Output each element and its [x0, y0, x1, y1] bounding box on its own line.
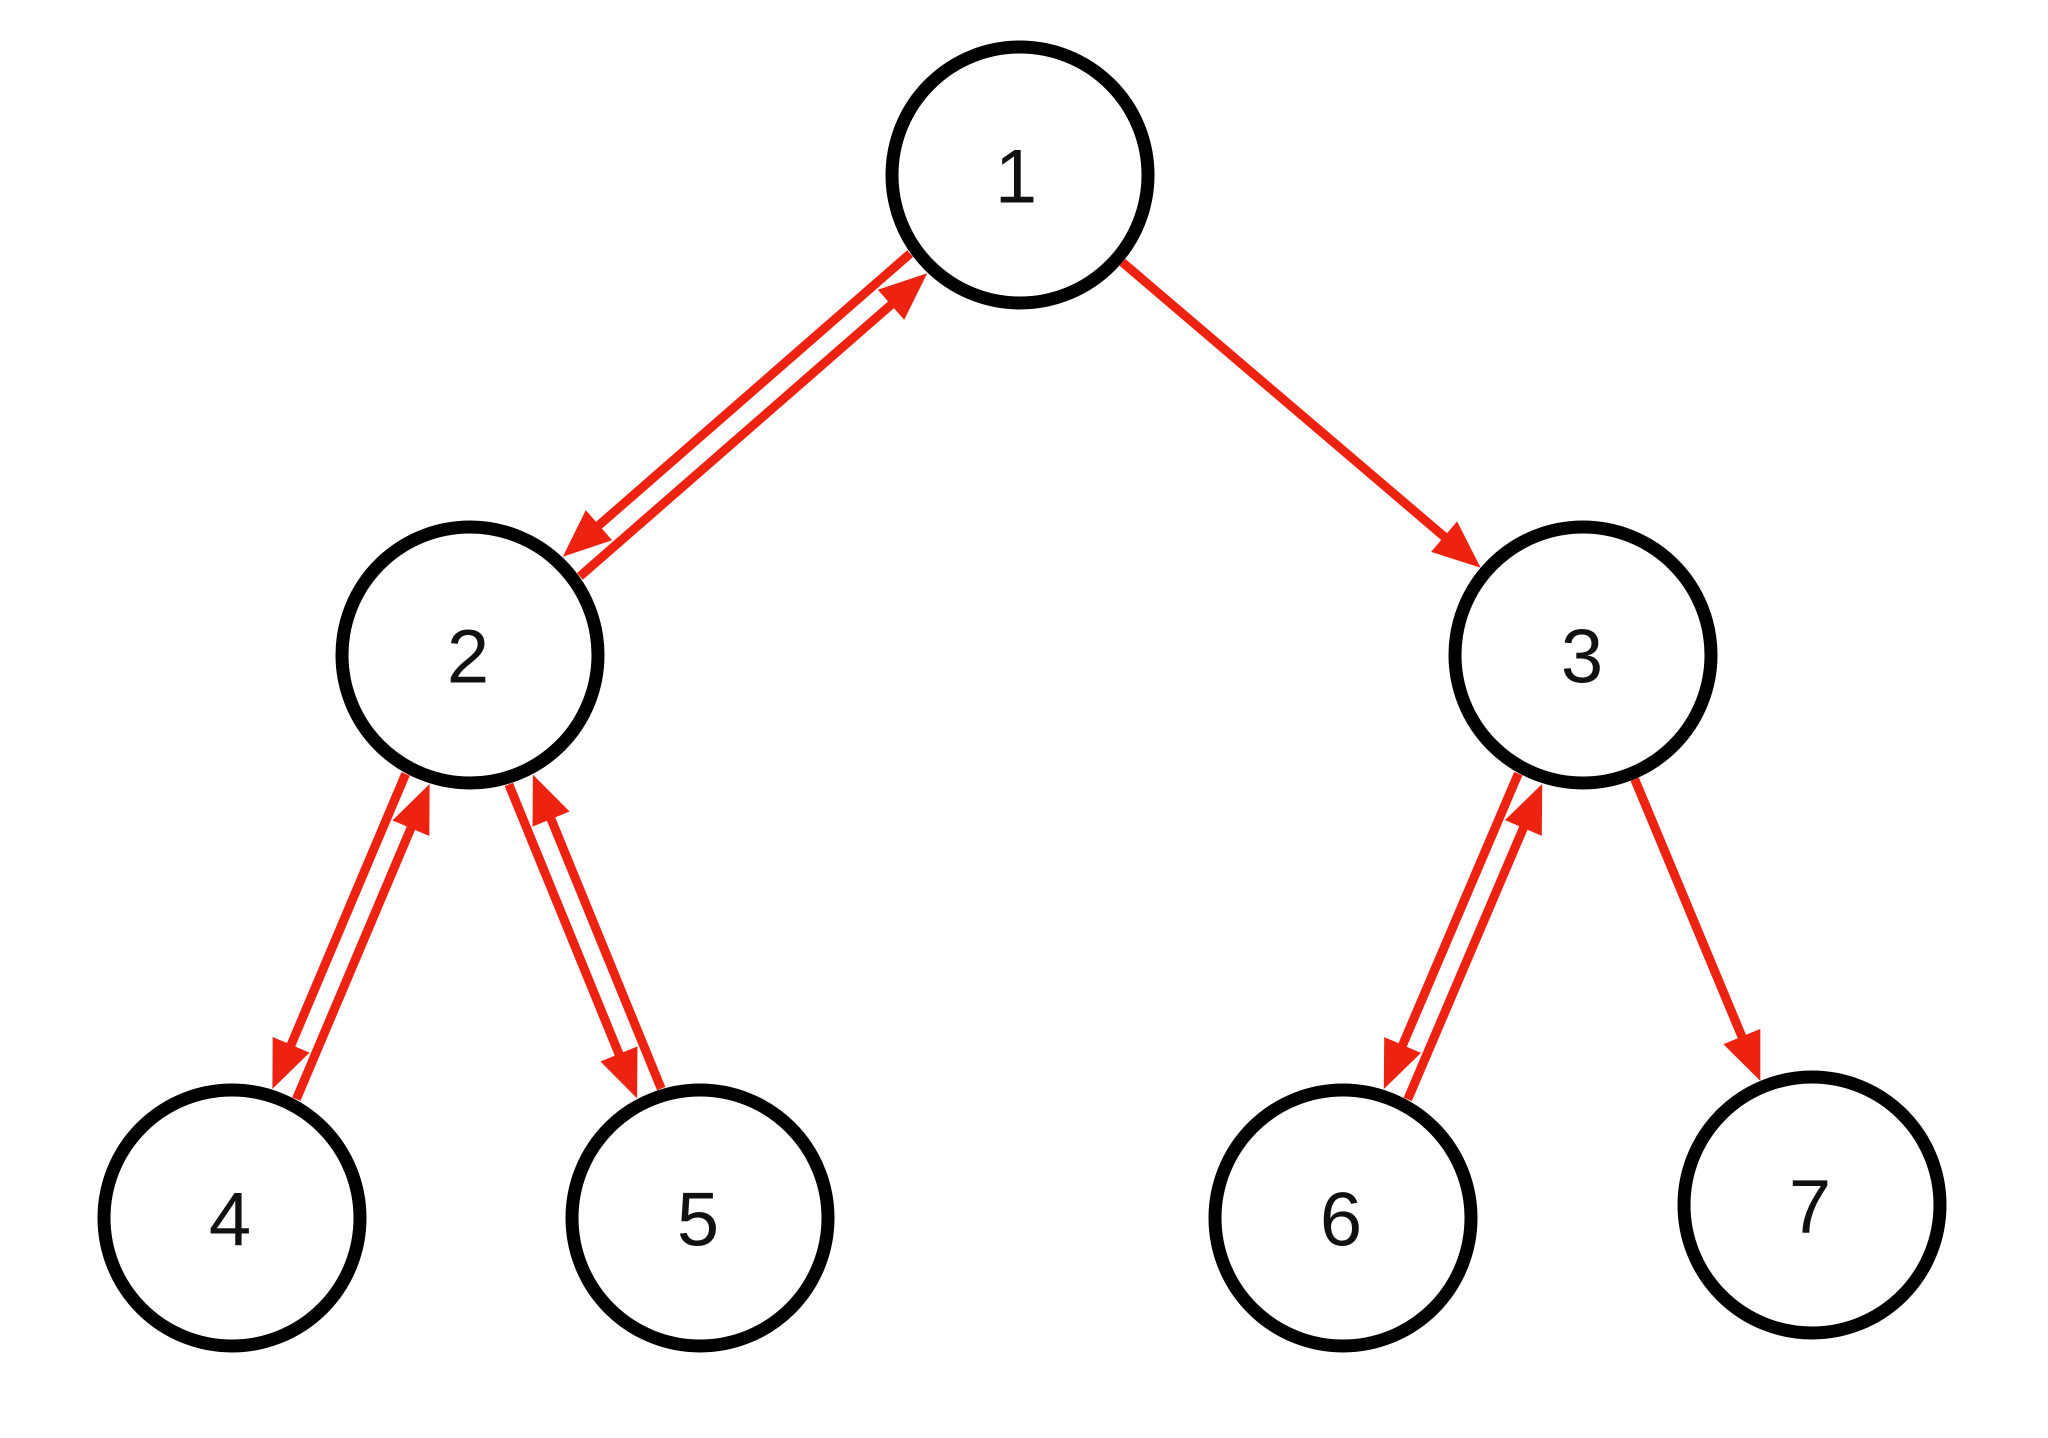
edge-1-3[interactable] — [1119, 258, 1481, 568]
node-2-circle[interactable] — [335, 520, 605, 790]
arrow-2-to-4-shaft — [281, 772, 410, 1059]
arrow-2-to-4-arrowhead — [272, 1037, 310, 1090]
arrow-6-to-3 — [1403, 783, 1543, 1102]
edge-1-2[interactable] — [562, 250, 928, 580]
node-4-label: 4 — [209, 1178, 251, 1263]
arrow-1-to-2-shaft — [585, 250, 914, 538]
arrow-2-to-5-shaft — [504, 782, 629, 1069]
arrow-2-to-5 — [504, 782, 638, 1099]
arrow-3-to-7-arrowhead — [1723, 1028, 1761, 1081]
arrow-2-to-5-arrowhead — [600, 1046, 638, 1099]
node-5[interactable]: 5 — [565, 1083, 835, 1353]
arrow-3-to-6-arrowhead — [1383, 1037, 1422, 1090]
arrow-1-to-3-arrowhead — [1431, 521, 1481, 568]
arrow-1-to-2-arrowhead — [562, 510, 613, 557]
arrow-2-to-1 — [576, 273, 928, 580]
arrow-4-to-2 — [292, 783, 430, 1101]
arrow-5-to-2 — [532, 774, 666, 1091]
arrow-2-to-1-shaft — [576, 292, 905, 580]
arrow-1-to-3 — [1119, 258, 1481, 568]
node-3-circle[interactable] — [1448, 520, 1718, 790]
node-1-circle[interactable] — [885, 40, 1155, 310]
arrow-5-to-2-arrowhead — [532, 774, 570, 827]
node-6[interactable]: 6 — [1208, 1083, 1478, 1353]
arrow-5-to-2-shaft — [541, 804, 666, 1091]
edges-layer — [272, 250, 1761, 1102]
node-1-label: 1 — [995, 135, 1037, 220]
arrow-1-to-2 — [562, 250, 914, 557]
node-4[interactable]: 4 — [97, 1083, 367, 1353]
edge-3-6[interactable] — [1383, 771, 1543, 1102]
edge-3-7[interactable] — [1630, 777, 1761, 1081]
arrow-6-to-3-arrowhead — [1504, 783, 1543, 836]
node-6-circle[interactable] — [1208, 1083, 1478, 1353]
node-4-circle[interactable] — [97, 1083, 367, 1353]
node-6-label: 6 — [1320, 1178, 1362, 1263]
arrow-3-to-6 — [1383, 771, 1523, 1090]
arrow-2-to-4 — [272, 772, 410, 1090]
node-3[interactable]: 3 — [1448, 520, 1718, 790]
node-3-label: 3 — [1561, 615, 1603, 700]
arrow-1-to-3-shaft — [1119, 258, 1458, 549]
arrow-4-to-2-arrowhead — [392, 783, 430, 836]
node-2[interactable]: 2 — [335, 520, 605, 790]
arrow-3-to-6-shaft — [1393, 771, 1523, 1060]
node-5-circle[interactable] — [565, 1083, 835, 1353]
node-7-label: 7 — [1789, 1165, 1831, 1250]
edge-2-5[interactable] — [504, 774, 666, 1099]
node-7-circle[interactable] — [1677, 1070, 1947, 1340]
node-2-label: 2 — [447, 615, 489, 700]
nodes-layer: 1 2 3 4 5 6 7 — [97, 40, 1947, 1353]
arrow-6-to-3-shaft — [1403, 813, 1533, 1102]
arrow-2-to-1-arrowhead — [877, 273, 928, 320]
node-7[interactable]: 7 — [1677, 1070, 1947, 1340]
arrow-3-to-7 — [1630, 777, 1761, 1081]
node-5-label: 5 — [677, 1178, 719, 1263]
node-1[interactable]: 1 — [885, 40, 1155, 310]
edge-2-4[interactable] — [272, 772, 430, 1101]
arrow-3-to-7-shaft — [1630, 777, 1752, 1051]
arrow-4-to-2-shaft — [292, 814, 421, 1101]
